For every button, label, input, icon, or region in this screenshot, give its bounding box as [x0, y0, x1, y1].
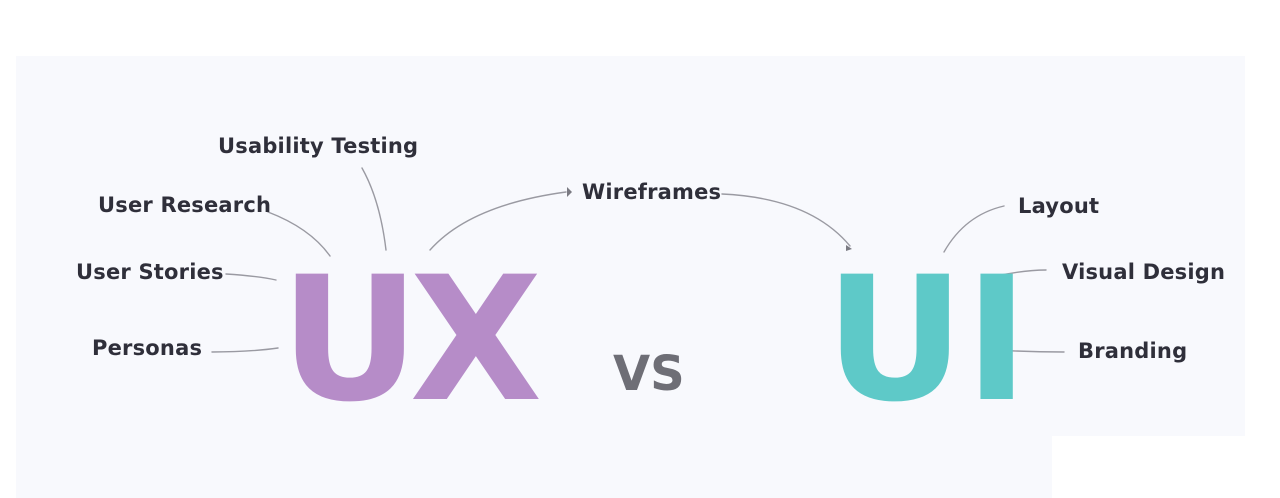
label-user-research: User Research	[98, 193, 272, 217]
label-layout: Layout	[1018, 194, 1100, 218]
label-visual-design: Visual Design	[1062, 260, 1226, 284]
label-personas: Personas	[92, 336, 203, 360]
label-wireframes: Wireframes	[582, 180, 722, 204]
label-user-stories: User Stories	[76, 260, 224, 284]
ui-title: UI	[825, 239, 1029, 440]
background-notch	[1052, 436, 1252, 498]
vs-label: VS	[613, 346, 685, 402]
label-branding: Branding	[1078, 339, 1188, 363]
ux-title: UX	[280, 239, 542, 440]
diagram-background	[16, 56, 1245, 498]
label-usability-testing: Usability Testing	[218, 134, 419, 158]
